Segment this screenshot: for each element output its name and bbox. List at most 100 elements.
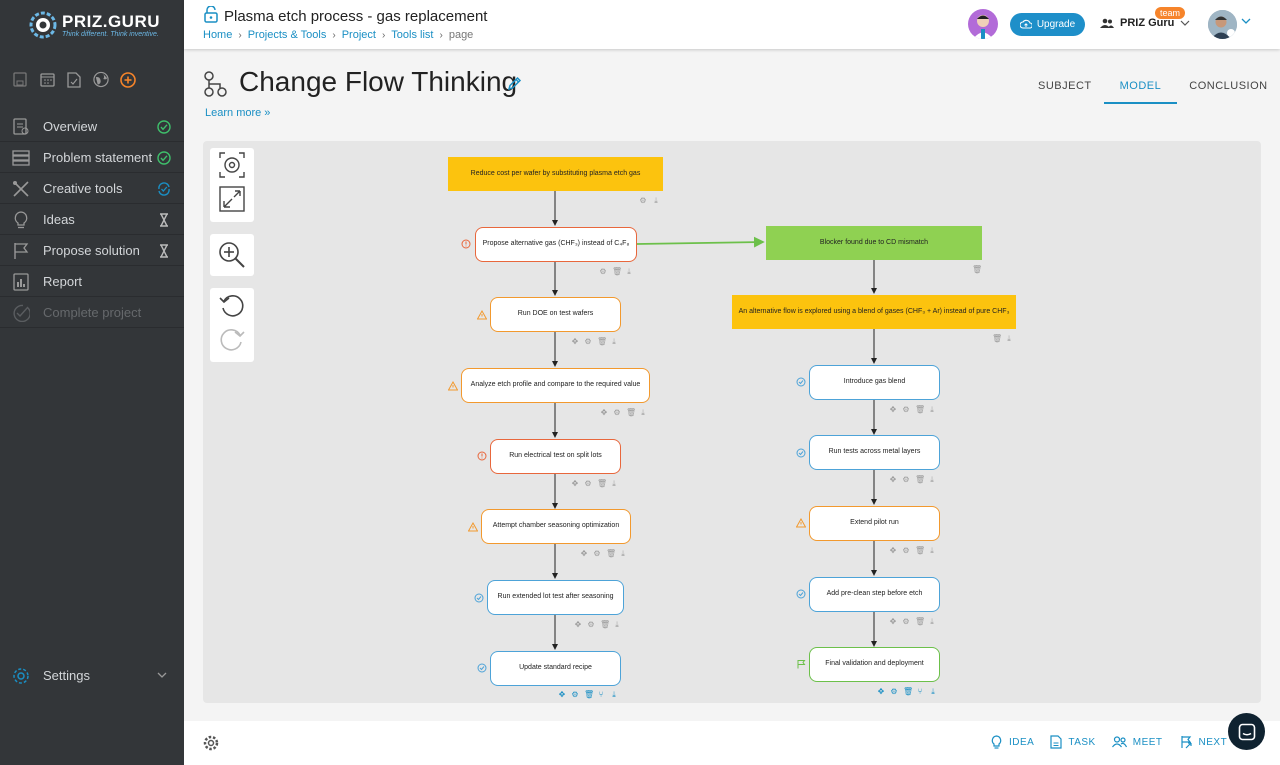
flow-step-node[interactable]: Analyze etch profile and compare to the … <box>461 368 650 403</box>
settings-icon[interactable]: ⚙ <box>593 549 601 558</box>
move-icon[interactable]: ✥ <box>877 687 885 696</box>
move-icon[interactable]: ✥ <box>571 479 579 488</box>
sidebar-item-overview[interactable]: Overview <box>0 111 184 142</box>
flow-step-node[interactable]: Propose alternative gas (CHF₃) instead o… <box>475 227 637 262</box>
task-button[interactable]: TASK <box>1050 735 1095 749</box>
fit-screen-button[interactable] <box>210 182 254 216</box>
settings-icon[interactable]: ⚙ <box>639 196 647 205</box>
sidebar-item-propose-solution[interactable]: Propose solution <box>0 235 184 266</box>
flow-step-node[interactable]: Run electrical test on split lots <box>490 439 621 474</box>
tab-conclusion[interactable]: CONCLUSION <box>1189 80 1268 92</box>
trash-icon[interactable]: 🗑 <box>915 405 926 414</box>
settings-icon[interactable]: ⚙ <box>599 267 607 276</box>
move-icon[interactable]: ✥ <box>889 546 897 555</box>
flow-step-node[interactable]: Run tests across metal layers <box>809 435 940 470</box>
move-icon[interactable]: ✥ <box>889 617 897 626</box>
settings-icon[interactable]: ⚙ <box>902 475 910 484</box>
upgrade-button[interactable]: Upgrade <box>1010 13 1085 36</box>
trash-icon[interactable]: 🗑 <box>584 690 595 699</box>
trash-icon[interactable]: 🗑 <box>915 475 926 484</box>
idea-button[interactable]: IDEA <box>990 735 1034 749</box>
add-circle-icon[interactable] <box>120 71 136 88</box>
brand-logo[interactable]: PRIZ.GURU Think different. Think inventi… <box>28 10 168 42</box>
learn-more-link[interactable]: Learn more » <box>205 107 271 119</box>
trash-icon[interactable]: 🗑 <box>915 546 926 555</box>
gear-icon[interactable] <box>203 735 219 751</box>
download-icon[interactable]: ⤓ <box>612 479 616 488</box>
trash-icon[interactable]: 🗑 <box>612 267 623 276</box>
trash-icon[interactable]: 🗑 <box>972 265 983 274</box>
move-icon[interactable]: ✥ <box>889 475 897 484</box>
move-icon[interactable]: ✥ <box>889 405 897 414</box>
flow-step-node[interactable]: Update standard recipe <box>490 651 621 686</box>
flow-step-node[interactable]: Run DOE on test wafers <box>490 297 621 332</box>
flow-step-node[interactable]: Attempt chamber seasoning optimization <box>481 509 631 544</box>
flow-step-node[interactable]: Extend pilot run <box>809 506 940 541</box>
download-icon[interactable]: ⤓ <box>615 620 619 629</box>
sidebar-item-report[interactable]: Report <box>0 266 184 297</box>
flow-step-node[interactable]: Run extended lot test after seasoning <box>487 580 624 615</box>
settings-icon[interactable]: ⚙ <box>584 337 592 346</box>
undo-button[interactable] <box>210 288 254 322</box>
trash-icon[interactable]: 🗑 <box>992 334 1003 343</box>
user-avatar[interactable] <box>1208 10 1237 39</box>
move-icon[interactable]: ✥ <box>600 408 608 417</box>
branch-icon[interactable]: ⑂ <box>598 690 604 699</box>
trash-icon[interactable]: 🗑 <box>606 549 617 558</box>
breadcrumb-tools-list[interactable]: Tools list <box>391 29 434 41</box>
pencil-icon[interactable] <box>507 76 522 91</box>
sidebar-item-ideas[interactable]: Ideas <box>0 204 184 235</box>
trash-icon[interactable]: 🗑 <box>903 687 914 696</box>
settings-icon[interactable]: ⚙ <box>587 620 595 629</box>
move-icon[interactable]: ✥ <box>574 620 582 629</box>
trash-icon[interactable]: 🗑 <box>597 337 608 346</box>
flow-alternative-node[interactable]: An alternative flow is explored using a … <box>732 295 1016 329</box>
download-icon[interactable]: ⤓ <box>621 549 625 558</box>
sidebar-item-settings[interactable]: Settings <box>0 664 184 688</box>
download-icon[interactable]: ⤓ <box>930 546 934 555</box>
settings-icon[interactable]: ⚙ <box>613 408 621 417</box>
flow-blocker-node[interactable]: Blocker found due to CD mismatch <box>766 226 982 260</box>
chevron-down-icon[interactable] <box>1241 18 1251 25</box>
sidebar-item-creative-tools[interactable]: Creative tools <box>0 173 184 204</box>
settings-icon[interactable]: ⚙ <box>902 405 910 414</box>
center-view-button[interactable] <box>210 148 254 182</box>
meet-button[interactable]: MEET <box>1111 736 1163 748</box>
team-selector[interactable]: PRIZ Guru <box>1100 17 1190 29</box>
trash-icon[interactable]: 🗑 <box>597 479 608 488</box>
document-icon[interactable] <box>66 71 82 88</box>
download-icon[interactable]: ⤓ <box>1007 334 1011 343</box>
settings-icon[interactable]: ⚙ <box>890 687 898 696</box>
download-icon[interactable]: ⤓ <box>930 475 934 484</box>
download-icon[interactable]: ⤓ <box>931 687 935 696</box>
flow-step-node[interactable]: Introduce gas blend <box>809 365 940 400</box>
download-icon[interactable]: ⤓ <box>612 337 616 346</box>
download-icon[interactable]: ⤓ <box>641 408 645 417</box>
tab-model[interactable]: MODEL <box>1103 71 1178 104</box>
zoom-in-button[interactable] <box>210 234 254 276</box>
sidebar-item-problem-statement[interactable]: Problem statement <box>0 142 184 173</box>
settings-icon[interactable]: ⚙ <box>902 617 910 626</box>
download-icon[interactable]: ⤓ <box>930 405 934 414</box>
breadcrumb-home[interactable]: Home <box>203 29 233 41</box>
branch-icon[interactable]: ⑂ <box>917 687 923 696</box>
calendar-icon[interactable] <box>39 71 55 88</box>
download-icon[interactable]: ⤓ <box>612 690 616 699</box>
breadcrumb-projects-tools[interactable]: Projects & Tools <box>247 29 327 41</box>
download-icon[interactable]: ⤓ <box>627 267 631 276</box>
tab-subject[interactable]: SUBJECT <box>1038 80 1092 92</box>
flow-step-node[interactable]: Add pre-clean step before etch <box>809 577 940 612</box>
breadcrumb-project[interactable]: Project <box>341 29 376 41</box>
flow-goal-node[interactable]: Reduce cost per wafer by substituting pl… <box>448 157 663 191</box>
flow-canvas[interactable]: Reduce cost per wafer by substituting pl… <box>203 141 1261 703</box>
chat-button[interactable] <box>1228 713 1265 750</box>
guru-avatar[interactable] <box>968 9 998 39</box>
lock-open-icon[interactable] <box>204 6 218 23</box>
redo-button[interactable] <box>210 322 254 356</box>
settings-icon[interactable]: ⚙ <box>902 546 910 555</box>
next-button[interactable]: NEXT <box>1179 735 1228 749</box>
trash-icon[interactable]: 🗑 <box>626 408 637 417</box>
move-icon[interactable]: ✥ <box>571 337 579 346</box>
move-icon[interactable]: ✥ <box>580 549 588 558</box>
trash-icon[interactable]: 🗑 <box>600 620 611 629</box>
